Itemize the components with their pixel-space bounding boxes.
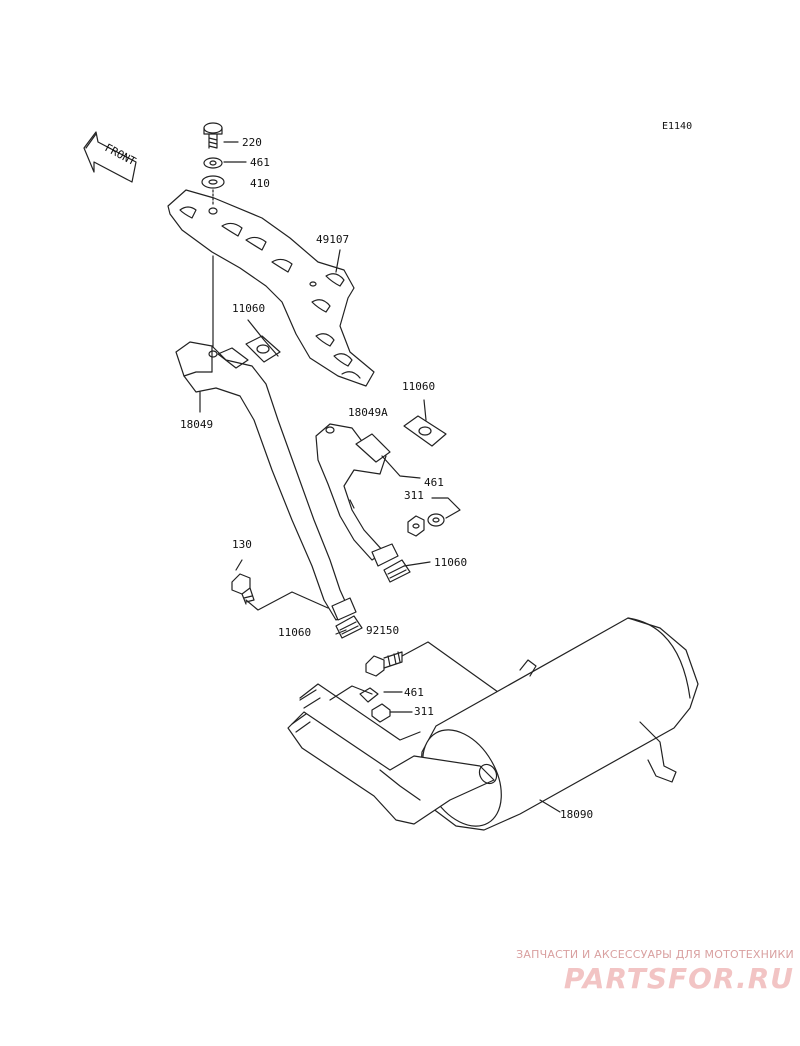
label-11060-d: 11060: [278, 626, 311, 639]
label-11060-c: 11060: [434, 556, 467, 569]
label-11060-b: 11060: [402, 380, 435, 393]
heat-shield-49107-icon: [167, 189, 375, 387]
label-461-top: 461: [250, 156, 270, 169]
washer-461-mid-icon: [427, 513, 445, 527]
watermark-tagline: ЗАПЧАСТИ И АКСЕССУАРЫ ДЛЯ МОТОТЕХНИКИ: [516, 948, 794, 961]
label-49107: 49107: [316, 233, 349, 246]
watermark-logo: PARTSFOR.RU: [563, 962, 794, 995]
gasket-11060-b-icon: [403, 415, 447, 447]
exhaust-pipe-18049-icon: [175, 341, 357, 621]
nut-311-mid-icon: [407, 515, 425, 537]
label-461-mid: 461: [424, 476, 444, 489]
label-18049: 18049: [180, 418, 213, 431]
label-18049a: 18049A: [348, 406, 388, 419]
label-130: 130: [232, 538, 252, 551]
label-311-low: 311: [414, 705, 434, 718]
bolt-220-icon: [203, 122, 223, 149]
front-arrow-icon: [83, 131, 137, 183]
label-18090: 18090: [560, 808, 593, 821]
gasket-11060-c-icon: [383, 559, 411, 583]
diagram-code: E1140: [662, 121, 692, 132]
label-311-mid: 311: [404, 489, 424, 502]
label-11060-a: 11060: [232, 302, 265, 315]
label-410: 410: [250, 177, 270, 190]
label-92150: 92150: [366, 624, 399, 637]
washer-461-icon: [203, 157, 223, 169]
bolt-92150-icon: [365, 651, 403, 677]
gasket-11060-a-icon: [245, 335, 281, 363]
exhaust-pipe-18049a-icon: [315, 423, 399, 567]
nut-311-low-icon: [371, 703, 391, 723]
gasket-11060-d-icon: [335, 615, 363, 639]
bolt-130-icon: [231, 573, 255, 605]
muffler-18090-icon: [287, 617, 699, 831]
label-461-low: 461: [404, 686, 424, 699]
washer-410-icon: [201, 175, 225, 189]
label-220: 220: [242, 136, 262, 149]
